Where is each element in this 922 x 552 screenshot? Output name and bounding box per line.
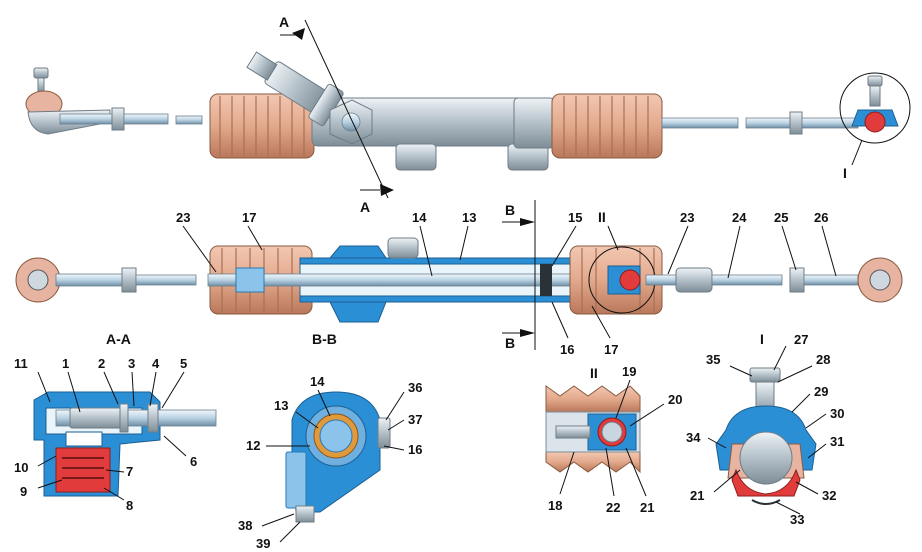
callout-9: 9 — [20, 484, 27, 499]
main-cutaway: В В II 23 17 14 13 15 23 24 25 26 16 17 — [15, 200, 903, 357]
callout-32: 32 — [822, 488, 836, 503]
callout-7: 7 — [126, 464, 133, 479]
callout-13-bb: 13 — [274, 398, 288, 413]
section-aa-title: А-А — [106, 331, 131, 347]
detail-2-callout: II — [598, 209, 606, 225]
callout-27: 27 — [794, 332, 808, 347]
callout-36: 36 — [408, 380, 422, 395]
callout-14: 14 — [412, 210, 427, 225]
callout-31: 31 — [830, 434, 844, 449]
callout-4: 4 — [152, 356, 160, 371]
section-b-marker-top: В — [505, 202, 515, 218]
section-aa: А-А 11 1 2 3 4 5 10 9 7 8 — [14, 331, 217, 513]
callout-6: 6 — [190, 454, 197, 469]
callout-19: 19 — [622, 364, 636, 379]
callout-24: 24 — [732, 210, 747, 225]
section-a-marker-bottom: А — [360, 199, 370, 215]
callout-39: 39 — [256, 536, 270, 551]
detail-2-title: II — [590, 365, 598, 381]
detail-1: I 27 28 35 29 30 34 31 21 32 33 — [686, 331, 844, 527]
callout-10: 10 — [14, 460, 28, 475]
callout-37: 37 — [408, 412, 422, 427]
callout-11: 11 — [14, 356, 28, 371]
section-bb-title: В-В — [312, 331, 337, 347]
callout-16: 16 — [560, 342, 574, 357]
callout-20: 20 — [668, 392, 682, 407]
callout-17-right: 17 — [604, 342, 618, 357]
section-bb: В-В 14 13 12 36 37 16 38 39 — [238, 331, 422, 551]
callout-29: 29 — [814, 384, 828, 399]
callout-26: 26 — [814, 210, 828, 225]
callout-13: 13 — [462, 210, 476, 225]
detail-1-title: I — [760, 331, 764, 347]
callout-18: 18 — [548, 498, 562, 513]
callout-21-i: 21 — [690, 488, 704, 503]
right-boot-top — [551, 93, 663, 159]
callout-30: 30 — [830, 406, 844, 421]
callout-1: 1 — [62, 356, 69, 371]
callout-34: 34 — [686, 430, 701, 445]
callout-33: 33 — [790, 512, 804, 527]
rack-housing-top — [246, 51, 555, 171]
callout-25: 25 — [774, 210, 788, 225]
callout-16-bb: 16 — [408, 442, 422, 457]
callout-28: 28 — [816, 352, 830, 367]
top-view: А А I — [25, 14, 911, 215]
callout-23-right: 23 — [680, 210, 694, 225]
callout-8: 8 — [126, 498, 133, 513]
right-tie-rod-top — [661, 72, 911, 144]
callout-35: 35 — [706, 352, 720, 367]
section-b-marker-bottom: В — [505, 335, 515, 351]
detail-1-callout: I — [843, 165, 847, 181]
callout-21-ii: 21 — [640, 500, 654, 515]
callout-5: 5 — [180, 356, 187, 371]
callout-17-left: 17 — [242, 210, 256, 225]
section-a-marker-top: А — [279, 14, 289, 30]
left-tie-rod-end — [25, 67, 203, 135]
callout-22: 22 — [606, 500, 620, 515]
callout-23-left: 23 — [176, 210, 190, 225]
callout-12: 12 — [246, 438, 260, 453]
callout-14-bb: 14 — [310, 374, 325, 389]
callout-2: 2 — [98, 356, 105, 371]
detail-2: II 19 20 18 22 21 — [545, 364, 682, 515]
callout-3: 3 — [128, 356, 135, 371]
callout-15: 15 — [568, 210, 582, 225]
callout-38: 38 — [238, 518, 252, 533]
